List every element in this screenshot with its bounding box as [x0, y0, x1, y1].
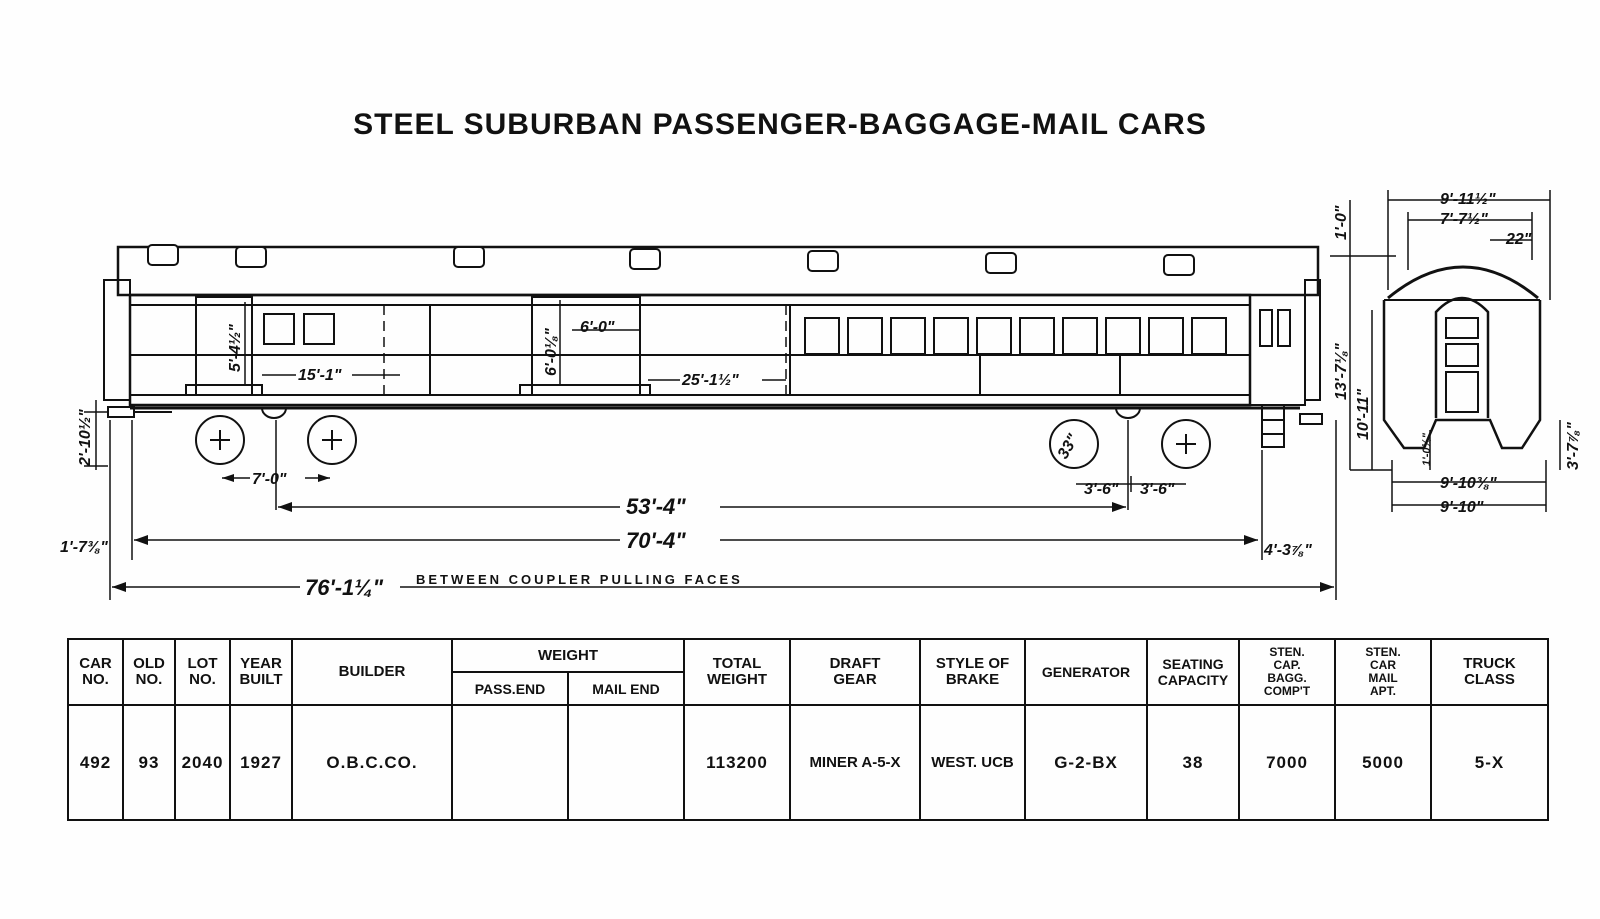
th-weight: WEIGHT	[451, 638, 685, 673]
cell-draft-gear: MINER A-5-X	[789, 704, 921, 821]
table-row: 492 93 2040 1927 O.B.C.CO. 113200 MINER …	[67, 704, 1549, 821]
cell-truck-class: 5-X	[1430, 704, 1549, 821]
cell-sten-bagg: 7000	[1238, 704, 1336, 821]
dim-door-left-height: 5'-4½"	[227, 324, 244, 372]
end-dimension-lines	[1330, 190, 1561, 512]
th-pass-end: PASS.END	[451, 671, 569, 706]
dim-sill-height: 3'-7⅞"	[1565, 422, 1582, 470]
dim-width-top: 9'-11½"	[1440, 191, 1496, 208]
dim-step-height: 1'-0¼"	[1421, 432, 1433, 466]
dim-between-couplers: 76'-1¼"	[305, 575, 384, 600]
dim-height-total: 13'-7⅛"	[1333, 343, 1350, 400]
dim-end-overhang-left: 1'-7⅜"	[60, 539, 108, 556]
dim-width-roof: 7'-7½"	[1440, 211, 1488, 228]
car-elevation-drawing: 76'-1¼" BETWEEN COUPLER PULLING FACES 70…	[60, 190, 1582, 600]
table-subheader-row: PASS.END MAIL END	[68, 671, 1548, 706]
cell-builder: O.B.C.CO.	[291, 704, 453, 821]
dim-truck-centers: 53'-4"	[626, 494, 686, 519]
dim-width-body: 9'-10"	[1440, 499, 1484, 516]
dim-truck-half-a: 3'-6"	[1084, 481, 1119, 498]
th-sten-bagg: STEN.CAP.BAGG.COMP'T	[1238, 638, 1336, 706]
dim-width-sill: 9'-10⅜"	[1440, 475, 1497, 492]
dim-door-center-height: 6'-0⅛"	[543, 328, 560, 376]
dim-coupler-height: 2'-10½"	[77, 409, 94, 467]
cell-year-built: 1927	[229, 704, 293, 821]
cell-sten-mail: 5000	[1334, 704, 1432, 821]
cell-car-no: 492	[67, 704, 124, 821]
th-mail-end: MAIL END	[567, 671, 685, 706]
side-elevation	[103, 244, 1323, 469]
side-dimension-lines	[84, 300, 1337, 600]
cell-total-weight: 113200	[683, 704, 791, 821]
dim-truck-half-b: 3'-6"	[1140, 481, 1175, 498]
dim-body-length: 70'-4"	[626, 528, 686, 553]
dim-height-body: 10'-11"	[1355, 388, 1372, 440]
dim-truck-wheelbase: 7'-0"	[252, 471, 287, 488]
cell-lot-no: 2040	[174, 704, 231, 821]
cell-old-no: 93	[122, 704, 176, 821]
dim-wheel-diameter: 33"	[1055, 431, 1083, 462]
cell-seating: 38	[1146, 704, 1240, 821]
dim-door-center-width: 6'-0"	[580, 319, 615, 336]
dim-panel-25: 25'-1½"	[681, 372, 739, 389]
cell-mail-end	[567, 704, 685, 821]
dim-panel-15: 15'-1"	[298, 367, 342, 384]
th-generator: GENERATOR	[1024, 638, 1148, 706]
dim-roof-rise: 1'-0"	[1333, 205, 1350, 240]
cell-generator: G-2-BX	[1024, 704, 1148, 821]
truck-right	[1049, 419, 1211, 469]
dim-between-couplers-note: BETWEEN COUPLER PULLING FACES	[416, 572, 743, 587]
truck-left	[195, 415, 357, 465]
page-title: STEEL SUBURBAN PASSENGER-BAGGAGE-MAIL CA…	[353, 108, 1207, 141]
th-builder: BUILDER	[291, 638, 453, 706]
end-elevation	[1382, 265, 1542, 450]
dim-width-eave: 22"	[1505, 231, 1532, 248]
dim-end-overhang-right: 4'-3⅞"	[1263, 542, 1312, 559]
cell-pass-end	[451, 704, 569, 821]
cell-brake: WEST. UCB	[919, 704, 1026, 821]
